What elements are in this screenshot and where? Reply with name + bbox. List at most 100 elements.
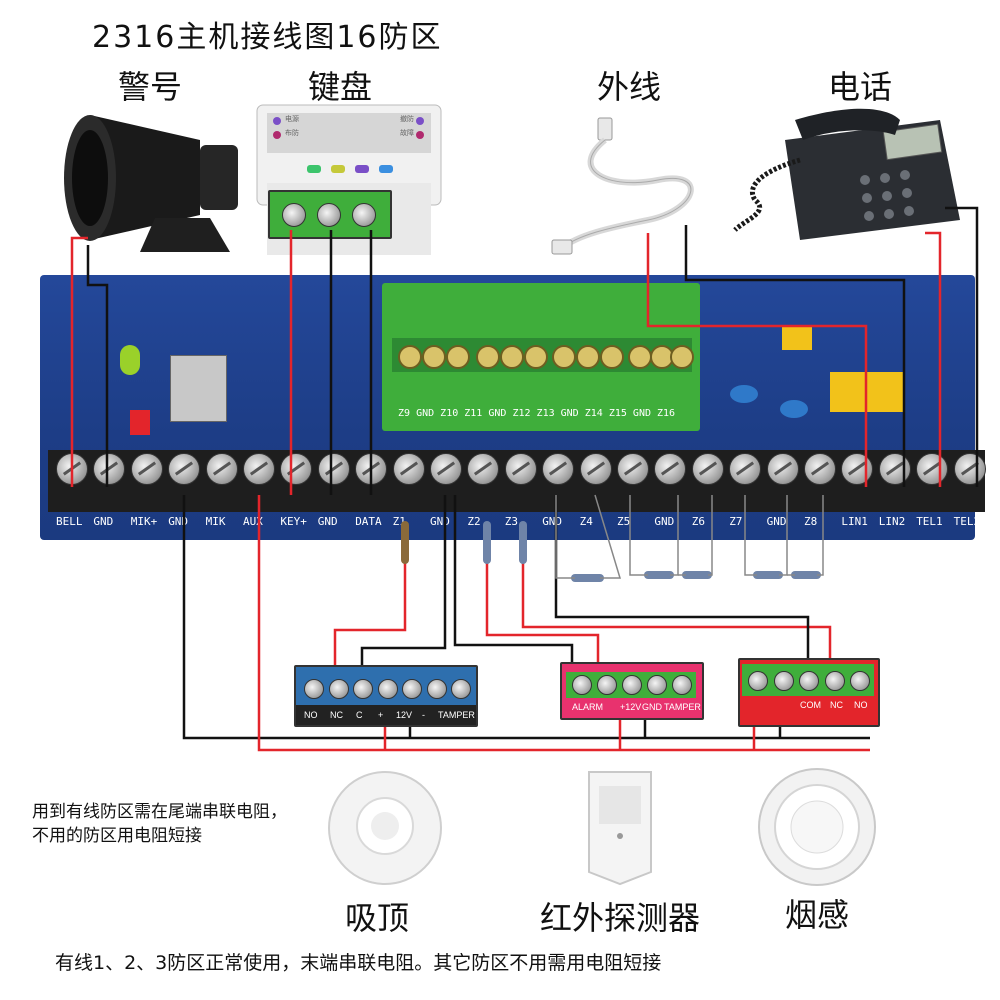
- main-terminal-screw[interactable]: [804, 453, 836, 485]
- keypad-screw[interactable]: [352, 203, 376, 227]
- main-terminal-screw[interactable]: [729, 453, 762, 485]
- main-terminal-screw[interactable]: [579, 453, 612, 485]
- expansion-screw[interactable]: [670, 345, 694, 369]
- ir-label-alarm: ALARM: [572, 702, 604, 712]
- ceiling-terminal-screw[interactable]: [426, 679, 447, 699]
- main-terminal-screw[interactable]: [878, 453, 911, 485]
- ceiling-detector-icon: [325, 768, 445, 888]
- smoke-terminal-screw[interactable]: [799, 671, 819, 691]
- expansion-labels: Z9 GND Z10 Z11 GND Z12 Z13 GND Z14 Z15 G…: [398, 408, 675, 419]
- keypad-screw[interactable]: [282, 203, 306, 227]
- keypad-led-label-3: 撤防: [400, 115, 414, 123]
- main-terminal-label: MIK: [205, 515, 226, 528]
- main-terminal-label: Z6: [691, 515, 706, 528]
- ceiling-terminal-screw[interactable]: [377, 679, 398, 699]
- keypad-label: 键盘: [308, 68, 373, 106]
- main-terminal-screw[interactable]: [355, 453, 388, 485]
- keypad-screw[interactable]: [317, 203, 341, 227]
- main-terminal-screw[interactable]: [953, 453, 986, 485]
- main-terminal-screw[interactable]: [916, 453, 949, 485]
- expansion-screw[interactable]: [628, 345, 652, 369]
- infrared-terminal-screw[interactable]: [597, 675, 617, 695]
- board-capacitor-blue: [780, 400, 808, 418]
- ceiling-terminal-label: TAMPER: [438, 710, 475, 720]
- telephone-label: 电话: [828, 68, 893, 106]
- keypad-terminal-block: [268, 190, 392, 239]
- ceiling-terminal-screw[interactable]: [304, 679, 324, 699]
- expansion-screw[interactable]: [600, 345, 624, 369]
- board-led: [120, 345, 140, 375]
- smoke-terminal-screw[interactable]: [773, 671, 794, 691]
- smoke-terminal-screw[interactable]: [850, 671, 870, 691]
- z2-wire: [485, 560, 600, 668]
- main-terminal-label: LIN1: [841, 515, 868, 528]
- keypad-led-label-4: 故障: [400, 129, 414, 137]
- expansion-terminal-row: [392, 338, 694, 372]
- z1-wire: [333, 550, 407, 672]
- exp-label: Z16: [657, 408, 676, 419]
- page-title: 2316主机接线图16防区: [92, 20, 443, 55]
- main-terminal-label: KEY+: [280, 515, 307, 528]
- main-terminal-screw[interactable]: [56, 453, 88, 485]
- ceiling-terminal-label: +: [378, 710, 384, 720]
- infrared-terminal-screw[interactable]: [647, 675, 667, 695]
- main-terminal-screw[interactable]: [617, 453, 649, 485]
- exp-label: Z11: [464, 408, 483, 419]
- infrared-terminal-block: ALARM +12V GND TAMPER: [560, 662, 704, 720]
- exp-label: Z14: [584, 408, 603, 419]
- siren-label: 警号: [118, 68, 183, 106]
- main-terminal-screw[interactable]: [430, 453, 462, 485]
- main-terminal-label: LIN2: [878, 515, 906, 528]
- smoke-terminal-block: COM NC NO: [738, 658, 880, 727]
- expansion-screw[interactable]: [476, 345, 500, 369]
- main-terminal-screw[interactable]: [317, 453, 350, 485]
- expansion-screw[interactable]: [422, 345, 446, 369]
- smoke-detector-label: 烟感: [785, 896, 850, 934]
- main-terminal-label: Z7: [729, 515, 743, 528]
- expansion-screw[interactable]: [576, 345, 600, 369]
- main-terminal-screw[interactable]: [205, 453, 238, 485]
- smoke-terminal-screw[interactable]: [748, 671, 768, 691]
- smoke-terminal-screw[interactable]: [824, 671, 845, 691]
- main-terminal-screw[interactable]: [280, 453, 313, 485]
- exp-label: GND: [632, 408, 651, 419]
- keypad-device: [255, 103, 443, 258]
- ceiling-terminal-screw[interactable]: [328, 679, 349, 699]
- expansion-screw[interactable]: [446, 345, 470, 369]
- main-terminal-screw[interactable]: [542, 453, 575, 485]
- main-terminal-label: GND: [317, 515, 338, 528]
- infrared-detector-icon: [585, 768, 655, 886]
- main-terminal-screw[interactable]: [243, 453, 275, 485]
- ir-label-gnd: GND: [642, 702, 662, 712]
- exp-label: Z9: [398, 408, 411, 419]
- main-terminal-screw[interactable]: [467, 453, 500, 485]
- infrared-terminal-screw[interactable]: [572, 675, 592, 695]
- main-terminal-screw[interactable]: [168, 453, 201, 485]
- infrared-terminal-screw[interactable]: [672, 675, 692, 695]
- main-terminal-screw[interactable]: [504, 453, 537, 485]
- footer-text: 有线1、2、3防区正常使用，末端串联电阻。其它防区不用需用电阻短接: [55, 952, 662, 974]
- smoke-label-com: COM: [800, 700, 821, 710]
- main-terminal-screw[interactable]: [130, 453, 163, 485]
- ceiling-terminal-screw[interactable]: [402, 679, 422, 699]
- expansion-screw[interactable]: [524, 345, 548, 369]
- infrared-terminal-screw[interactable]: [622, 675, 642, 695]
- exp-label: Z13: [536, 408, 555, 419]
- ceiling-terminal-screw[interactable]: [451, 679, 471, 699]
- main-terminal-label: Z4: [579, 515, 593, 528]
- main-terminal-label: Z8: [804, 515, 818, 528]
- main-terminal-label: Z2: [467, 515, 481, 528]
- main-terminal-label: GND: [93, 515, 114, 528]
- expansion-screw[interactable]: [398, 345, 422, 369]
- ceiling-terminal-screw[interactable]: [353, 679, 373, 699]
- expansion-screw[interactable]: [552, 345, 576, 369]
- main-terminal-label: GND: [430, 515, 450, 528]
- telephone-icon: [725, 100, 965, 245]
- main-terminal-screw[interactable]: [392, 453, 425, 485]
- main-terminal-screw[interactable]: [766, 453, 799, 485]
- main-terminal-screw[interactable]: [691, 453, 724, 485]
- expansion-screw[interactable]: [500, 345, 524, 369]
- main-terminal-label: AUX: [243, 515, 263, 528]
- main-terminal-label: TEL1: [916, 515, 943, 528]
